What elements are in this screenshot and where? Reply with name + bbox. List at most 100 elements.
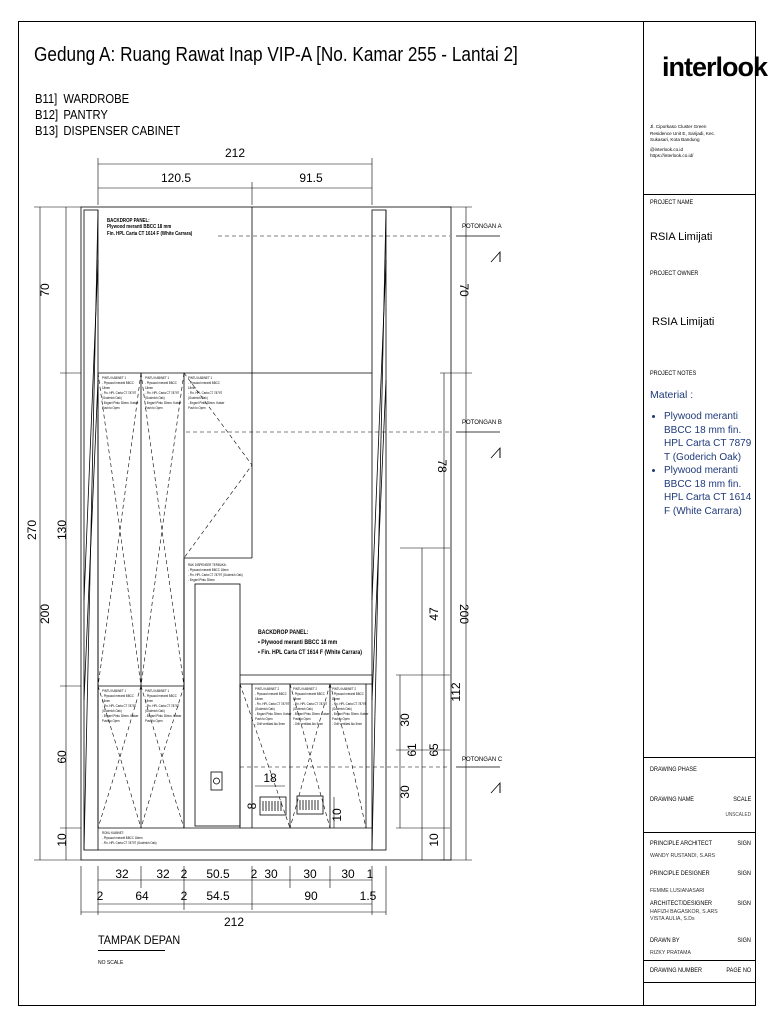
- dim-bottom-8: 30: [341, 867, 355, 881]
- project-owner-label: PROJECT OWNER: [650, 270, 699, 277]
- door-note-3: PINTU KABINET 1- Plywood meranti BBCC 18…: [188, 376, 225, 410]
- dim-bottom-6: 30: [264, 867, 278, 881]
- company-address: Jl. Ciporkaso Cluster Green Residence Un…: [650, 124, 716, 158]
- architect-designer-2: VISTA AULIA, S.Ds: [650, 916, 695, 922]
- dim-left-70: 70: [38, 283, 52, 297]
- project-notes-label: PROJECT NOTES: [650, 370, 697, 377]
- sign-label: SIGN: [737, 870, 751, 877]
- view-scale: NO SCALE: [98, 960, 124, 966]
- drawing-phase-label: DRAWING PHASE: [650, 766, 697, 773]
- dim-left-200: 200: [38, 604, 52, 624]
- architect-designer-1: HAFIZH BAGASKOR, S.ARS: [650, 909, 718, 915]
- drawing-sheet-border: [18, 21, 756, 1006]
- dim-bottom2-6: 1.5: [360, 889, 377, 903]
- dim-bottom-7: 30: [303, 867, 317, 881]
- dim-inner-8: 8: [245, 802, 259, 809]
- dim-left-60: 60: [55, 750, 69, 764]
- drawing-number-label: DRAWING NUMBER: [650, 967, 702, 974]
- elevation-drawing: POTONGAN A POTONGAN B POTONGAN C 212 120…: [25, 146, 503, 929]
- drawing-title: Gedung A: Ruang Rawat Inap VIP-A [No. Ka…: [34, 44, 518, 66]
- dim-right-65: 65: [427, 743, 441, 757]
- door-note-1: PINTU KABINET 1- Plywood meranti BBCC 18…: [102, 376, 139, 410]
- sign-label: SIGN: [737, 900, 751, 907]
- dim-bottom2-2: 64: [135, 889, 149, 903]
- principle-designer: FEMME LUSIANASARI: [650, 888, 705, 894]
- door-note-4: PINTU KABINET 1- Plywood meranti BBCC 18…: [102, 689, 139, 723]
- view-title: TAMPAK DEPAN: [98, 933, 181, 947]
- divider: [644, 960, 755, 961]
- door-note-5: PINTU KABINET 1- Plywood meranti BBCC 18…: [145, 689, 182, 723]
- scale-value: UNSCALED: [725, 812, 751, 818]
- project-name-label: PROJECT NAME: [650, 199, 694, 206]
- project-name: RSIA Limijati: [650, 231, 713, 243]
- dim-left-10: 10: [55, 833, 69, 847]
- principle-architect-label: PRINCIPLE ARCHITECT: [650, 840, 713, 847]
- section-mark-c: POTONGAN C: [462, 757, 503, 763]
- dim-inner-18: 18: [263, 771, 277, 785]
- item-list: B11] WARDROBE B12] PANTRY B13] DISPENSER…: [35, 91, 180, 139]
- section-mark-b: POTONGAN B: [462, 420, 502, 426]
- pantry-note-2: PINTU KABINET 2- Plywood meranti BBCC 18…: [293, 687, 330, 726]
- backdrop-note-mid: BACKDROP PANEL:• Plywood meranti BBCC 18…: [258, 629, 363, 656]
- item-b12: B12] PANTRY: [35, 108, 108, 122]
- principle-designer-label: PRINCIPLE DESIGNER: [650, 870, 710, 877]
- dim-right-70: 70: [457, 283, 471, 297]
- drawn-by-label: DRAWN BY: [650, 937, 680, 944]
- page-no-label: PAGE NO: [726, 967, 751, 974]
- dim-right-61: 61: [405, 743, 419, 757]
- pantry-note-3: PINTU KABINET 2- Plywood meranti BBCC 18…: [332, 687, 369, 726]
- architect-designer-label: ARCHITECT/DESIGNER: [650, 900, 713, 907]
- divider: [644, 832, 755, 833]
- cabinet-outline: [80, 206, 452, 861]
- dim-bottom-1: 32: [115, 867, 129, 881]
- item-b13: B13] DISPENSER CABINET: [35, 124, 181, 138]
- dim-bottom-9: 1: [367, 867, 374, 881]
- item-b11: B11] WARDROBE: [35, 92, 130, 106]
- backdrop-note-top: BACKDROP PANEL:Plywood meranti BBCC 18 m…: [107, 218, 193, 237]
- dim-bottom-5: 2: [251, 867, 258, 881]
- dim-right-30a: 30: [398, 713, 412, 727]
- view-title-underline: [98, 950, 165, 951]
- dim-bottom-2: 32: [156, 867, 170, 881]
- dim-bottom-3: 2: [181, 867, 188, 881]
- section-mark-a: POTONGAN A: [462, 224, 502, 230]
- material-item: Plywood meranti BBCC 18 mm fin. HPL Cart…: [664, 464, 758, 518]
- dim-bottom2-3: 2: [181, 889, 188, 903]
- dim-top-left: 120.5: [161, 171, 191, 185]
- material-list: Plywood meranti BBCC 18 mm fin. HPL Cart…: [650, 410, 758, 518]
- sign-label: SIGN: [737, 937, 751, 944]
- interlook-logo: interlook: [662, 52, 768, 82]
- door-note-2: PINTU KABINET 1- Plywood meranti BBCC 18…: [145, 376, 182, 410]
- material-label: Material :: [650, 389, 694, 401]
- dim-right-200: 200: [457, 604, 471, 624]
- drawing-name-label: DRAWING NAME: [650, 796, 695, 803]
- scale-label: SCALE: [732, 796, 751, 803]
- dim-left-270: 270: [25, 520, 39, 540]
- plinth-note: ROKU KABINET:- Plywood meranti BBCC 18mm…: [102, 831, 157, 845]
- dispenser-note: RAK DISPENSER TERBUKA:- Plywood meranti …: [188, 563, 243, 582]
- pantry-note-1: PINTU KABINET 2- Plywood meranti BBCC 18…: [255, 687, 292, 726]
- dim-right-112: 112: [449, 682, 463, 701]
- dim-top-right: 91.5: [299, 171, 323, 185]
- dim-bottom-4: 50.5: [206, 867, 230, 881]
- project-owner: RSIA Limijati: [652, 316, 715, 328]
- drawn-by: RIZKY PRATAMA: [650, 950, 691, 956]
- socket-icon: [210, 771, 223, 791]
- dim-right-47: 47: [427, 607, 441, 621]
- dim-bottom2-4: 54.5: [206, 889, 230, 903]
- divider: [644, 194, 755, 195]
- dim-left-130: 130: [55, 520, 69, 540]
- principle-architect: WANDY RUSTANDI, S.ARS: [650, 853, 716, 859]
- dim-right-30b: 30: [398, 785, 412, 799]
- title-block: interlook Jl. Ciporkaso Cluster Green Re…: [643, 22, 768, 1006]
- dim-bottom2-1: 2: [97, 889, 104, 903]
- dim-bottom2-5: 90: [304, 889, 318, 903]
- dim-right-78: 78: [435, 459, 449, 473]
- sign-label: SIGN: [737, 840, 751, 847]
- divider: [644, 982, 755, 983]
- dim-inner-10: 10: [330, 808, 344, 822]
- vent-grill-icon: [259, 796, 287, 816]
- material-item: Plywood meranti BBCC 18 mm fin. HPL Cart…: [664, 410, 758, 464]
- dim-top-total: 212: [225, 146, 245, 160]
- divider: [644, 757, 755, 758]
